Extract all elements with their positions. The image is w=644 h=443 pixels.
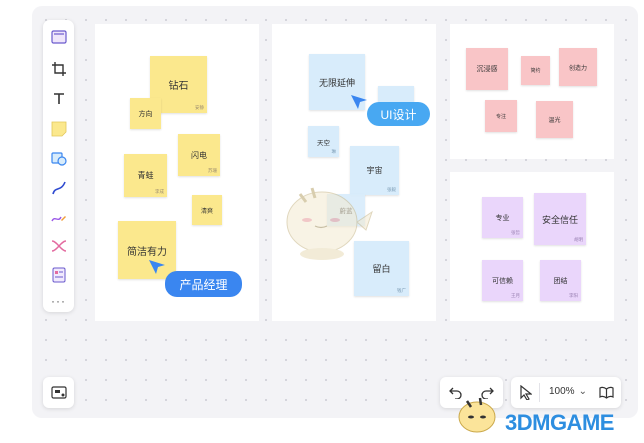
chevron-down-icon: ⌄ bbox=[578, 385, 587, 397]
redo-icon[interactable] bbox=[480, 386, 494, 399]
left-toolbar: ··· bbox=[43, 20, 74, 312]
sticky-note-text: 团结 bbox=[553, 277, 568, 285]
sticky-note-text: 沉浸感 bbox=[476, 66, 498, 73]
sticky-note-author: 王月 bbox=[511, 293, 520, 298]
sticky-note[interactable]: 专业 张哲 bbox=[482, 197, 523, 238]
view-controls: 100% ⌄ bbox=[511, 377, 621, 408]
sticky-note-author: 钱广 bbox=[397, 288, 406, 293]
sticky-note[interactable]: 宇宙 张毅 bbox=[350, 146, 399, 195]
sticky-note-author: 李成 bbox=[155, 189, 164, 194]
zoom-level: 100% bbox=[549, 386, 575, 397]
connector-tool-icon[interactable] bbox=[48, 177, 69, 198]
sticky-note[interactable]: 专注 bbox=[485, 100, 517, 132]
sticky-note-text: 方向 bbox=[138, 110, 153, 118]
sticky-note[interactable]: 青蛙 李成 bbox=[124, 154, 167, 197]
pen-tool-icon[interactable] bbox=[48, 206, 69, 227]
sticky-note[interactable]: 简洁有力 bbox=[118, 221, 176, 279]
sticky-note-text: 专注 bbox=[495, 113, 506, 120]
sticky-note-text: 无限延伸 bbox=[318, 77, 355, 88]
book-icon[interactable] bbox=[599, 386, 614, 399]
sticky-note[interactable]: 团结 李阳 bbox=[540, 260, 581, 301]
cursor-pointer-icon bbox=[149, 260, 165, 274]
divider bbox=[539, 383, 540, 402]
sticky-note-text: 可信赖 bbox=[492, 277, 513, 285]
sticky-note-author: 苏珊 bbox=[208, 168, 217, 173]
sticky-note[interactable]: 天空 琳 bbox=[308, 126, 339, 157]
board-2[interactable]: 无限延伸 UI设计 天空 琳 宇宙 张毅 蔚蓝 留白 钱广 bbox=[272, 24, 436, 321]
collaborator-cursor-label: 产品经理 bbox=[165, 271, 242, 297]
sticky-note[interactable]: 闪电 苏珊 bbox=[178, 134, 220, 176]
template-tool-icon[interactable] bbox=[48, 264, 69, 285]
sticky-note-text: 创造力 bbox=[568, 65, 587, 72]
sticky-note-author: 琳 bbox=[331, 149, 337, 154]
mindmap-tool-icon[interactable] bbox=[48, 235, 69, 256]
sticky-note-text: 宇宙 bbox=[366, 166, 383, 175]
sticky-note[interactable]: 方向 bbox=[130, 98, 161, 129]
sticky-note[interactable]: 留白 钱广 bbox=[354, 241, 409, 296]
sticky-note-author: 安静 bbox=[195, 105, 204, 110]
sticky-note-tool-icon[interactable] bbox=[48, 118, 69, 139]
sticky-note-author: 胡明 bbox=[574, 237, 583, 242]
crop-tool-icon[interactable] bbox=[48, 58, 69, 79]
watermark-text: 3DMGAME bbox=[505, 410, 614, 435]
shape-tool-icon[interactable] bbox=[48, 148, 69, 169]
minimap-icon bbox=[50, 386, 67, 399]
sticky-note-text: 专业 bbox=[495, 214, 510, 222]
undo-icon[interactable] bbox=[449, 386, 463, 399]
more-tool-icon[interactable]: ··· bbox=[51, 293, 66, 308]
zoom-select[interactable]: 100% ⌄ bbox=[549, 386, 587, 397]
board-3[interactable]: 沉浸感 简约 创造力 专注 温光 bbox=[450, 24, 614, 159]
sticky-note[interactable]: 沉浸感 bbox=[466, 48, 508, 90]
sticky-note-author: 李阳 bbox=[569, 293, 578, 298]
sticky-note-text: 天空 bbox=[317, 139, 330, 147]
sticky-note-text: 闪电 bbox=[191, 150, 207, 160]
collaborator-cursor-label: UI设计 bbox=[367, 102, 430, 126]
sticky-note[interactable]: 温光 bbox=[536, 101, 573, 138]
sticky-note-text: 钻石 bbox=[168, 81, 189, 92]
sticky-note-text: 留白 bbox=[372, 264, 391, 274]
sticky-note-text: 安全信任 bbox=[541, 214, 578, 225]
sticky-note-text: 简洁有力 bbox=[127, 246, 167, 258]
sticky-note[interactable]: 清爽 bbox=[192, 195, 222, 225]
sticky-note-text: 温光 bbox=[548, 118, 561, 124]
sticky-note-text: 简约 bbox=[530, 68, 541, 74]
sticky-note[interactable]: 可信赖 王月 bbox=[482, 260, 523, 301]
sticky-note-author: 张毅 bbox=[387, 187, 396, 192]
pointer-tool-icon[interactable] bbox=[520, 385, 532, 400]
sticky-note-author: 张哲 bbox=[511, 230, 520, 235]
frame-tool-icon[interactable] bbox=[48, 26, 69, 47]
sticky-note-text: 清爽 bbox=[200, 208, 213, 215]
text-tool-icon[interactable] bbox=[48, 88, 69, 109]
mascot-icon bbox=[286, 187, 373, 260]
sticky-note[interactable]: 安全信任 胡明 bbox=[534, 193, 586, 245]
minimap-button[interactable] bbox=[43, 377, 74, 408]
sticky-note[interactable]: 简约 bbox=[521, 56, 550, 85]
board-4[interactable]: 专业 张哲 安全信任 胡明 可信赖 王月 团结 李阳 bbox=[450, 172, 614, 321]
watermark-mascot-logo bbox=[458, 397, 496, 433]
sticky-note[interactable]: 创造力 bbox=[559, 48, 597, 86]
sticky-note-text: 青蛙 bbox=[137, 171, 154, 180]
board-1[interactable]: 钻石 安静 方向 闪电 苏珊 青蛙 李成 清爽 简洁有力 产品经理 bbox=[95, 24, 259, 321]
cursor-pointer-icon bbox=[351, 95, 367, 109]
